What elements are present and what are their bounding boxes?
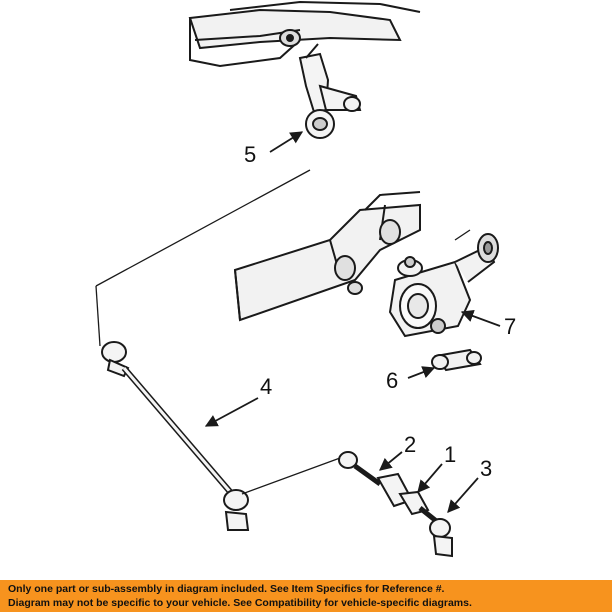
callout-2: 2 [404,432,416,457]
callout-1: 1 [444,442,456,467]
middle-frame-rail [233,191,421,322]
idler-arm [298,43,362,139]
upper-frame-rail [188,0,421,68]
callout-7: 7 [504,314,516,339]
tie-rod-assembly [338,451,453,558]
center-link [101,341,250,531]
callout-6: 6 [386,368,398,393]
pitman-arm [431,348,482,372]
callout-arrows [204,131,501,513]
callout-3: 3 [480,456,492,481]
callout-5: 5 [244,142,256,167]
connector-lines [95,169,471,495]
steering-linkage-diagram: 5 7 6 4 2 1 3 [95,0,516,558]
disclaimer-line-1: Only one part or sub-assembly in diagram… [8,583,445,595]
disclaimer-line-2: Diagram may not be specific to your vehi… [8,597,472,609]
disclaimer-footer: Only one part or sub-assembly in diagram… [0,580,612,612]
callout-4: 4 [260,374,272,399]
steering-gear-box [388,233,499,338]
